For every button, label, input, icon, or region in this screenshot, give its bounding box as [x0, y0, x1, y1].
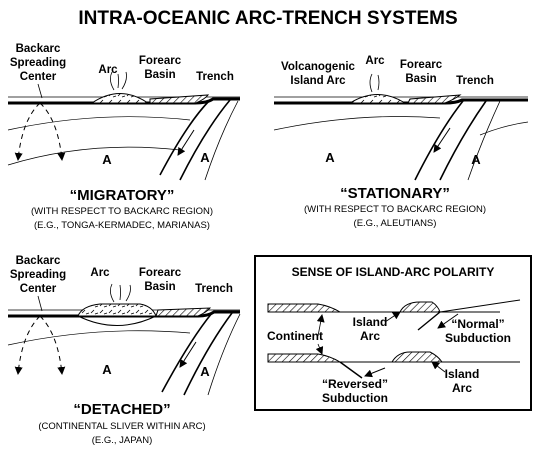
- label-arc: Arc: [98, 64, 118, 76]
- panel-name: “DETACHED”: [73, 401, 170, 418]
- panel-caption: (CONTINENTAL SLIVER WITHIN ARC): [38, 421, 205, 432]
- label-backarc: Backarc: [16, 255, 61, 267]
- volcanic-plume: [110, 283, 131, 303]
- figure-title: INTRA-OCEANIC ARC-TRENCH SYSTEMS: [78, 8, 457, 29]
- mantle-boundary: [479, 121, 529, 136]
- polarity-title: SENSE OF ISLAND-ARC POLARITY: [292, 265, 495, 279]
- subducting-slab: [161, 312, 233, 396]
- label-arc: Arc: [452, 381, 472, 395]
- label-arc: Arc: [90, 267, 110, 279]
- panel-polarity: SENSE OF ISLAND-ARC POLARITY Island Arc …: [254, 255, 532, 411]
- leader-line: [315, 343, 324, 355]
- oceanic-plate: [439, 299, 521, 313]
- spreading-flow-arrow: [39, 315, 66, 375]
- panel-name: “STATIONARY”: [340, 185, 450, 202]
- volcanic-arc: [348, 94, 407, 104]
- label-center: Center: [20, 71, 57, 83]
- continent-block: [267, 303, 342, 313]
- label-continent: Continent: [267, 329, 323, 343]
- polarity-frame: [254, 255, 532, 411]
- panel-detached: Backarc Spreading Center Arc Forearc Bas…: [7, 255, 241, 446]
- label-trench: Trench: [196, 71, 234, 83]
- sliver-base: [77, 315, 157, 326]
- panel-caption: (WITH RESPECT TO BACKARC REGION): [304, 204, 486, 215]
- label-arc: Arc: [360, 329, 380, 343]
- plate-a-left: A: [102, 362, 112, 377]
- label-trench: Trench: [195, 283, 233, 295]
- volcanic-plume: [110, 71, 127, 91]
- label-trench: Trench: [456, 75, 494, 87]
- plate-a-left: A: [325, 150, 335, 165]
- leader-line: [37, 295, 43, 312]
- normal-subduction-arrow: [437, 313, 459, 329]
- label-basin: Basin: [144, 281, 175, 293]
- slab: [339, 361, 363, 379]
- label-forearc: Forearc: [400, 59, 443, 71]
- label-island: Island: [353, 315, 388, 329]
- panel-caption: (WITH RESPECT TO BACKARC REGION): [31, 206, 213, 217]
- panel-migratory: Backarc Spreading Center Arc Forearc Bas…: [7, 43, 240, 231]
- forearc-basin: [407, 94, 462, 104]
- label-normal: “Normal”: [451, 317, 504, 331]
- mantle-boundary: [7, 116, 191, 131]
- slab-lower-boundary: [207, 313, 241, 396]
- subducting-slab: [414, 100, 487, 181]
- label-forearc: Forearc: [139, 267, 182, 279]
- slab-lower-boundary: [467, 100, 501, 181]
- volcanic-plume: [369, 73, 380, 93]
- label-volcanogenic: Volcanogenic: [281, 61, 356, 73]
- plate-a-right: A: [200, 150, 210, 165]
- continent-block: [267, 353, 342, 363]
- label-island-arc: Island Arc: [290, 75, 346, 87]
- leader-line: [431, 361, 446, 373]
- spreading-flow-arrow: [39, 102, 66, 161]
- label-reversed: “Reversed”: [322, 377, 388, 391]
- label-basin: Basin: [405, 73, 436, 85]
- label-arc: Arc: [365, 55, 385, 67]
- spreading-flow-arrow: [14, 315, 41, 375]
- panel-caption: (E.G., TONGA-KERMADEC, MARIANAS): [34, 220, 210, 231]
- label-spreading: Spreading: [10, 57, 66, 69]
- reversed-subduction-arrow: [364, 367, 386, 378]
- leader-line: [316, 314, 325, 337]
- volcanic-arc: [90, 93, 150, 104]
- subduction-arrow: [177, 129, 195, 156]
- slab: [417, 311, 441, 331]
- subducting-slab: [159, 99, 231, 181]
- continental-sliver: [77, 303, 157, 317]
- panel-name: “MIGRATORY”: [70, 187, 175, 204]
- mantle-boundary: [7, 330, 191, 346]
- label-backarc: Backarc: [16, 43, 61, 55]
- leader-line: [37, 83, 43, 99]
- label-center: Center: [20, 283, 57, 295]
- label-island: Island: [445, 367, 480, 381]
- island-arc-block: [391, 351, 443, 363]
- subduction-arrow: [179, 341, 197, 368]
- label-subduction: Subduction: [322, 391, 388, 405]
- plate-a-right: A: [200, 364, 210, 379]
- plate-a-left: A: [102, 152, 112, 167]
- mantle-boundary: [273, 116, 441, 131]
- slab-lower-boundary: [204, 100, 239, 181]
- spreading-flow-arrow: [14, 102, 41, 161]
- mantle-boundary: [7, 146, 181, 166]
- label-spreading: Spreading: [10, 269, 66, 281]
- leader-line: [384, 311, 401, 323]
- panel-caption: (E.G., ALEUTIANS): [354, 218, 437, 229]
- label-subduction: Subduction: [445, 331, 511, 345]
- subduction-arrow: [433, 127, 451, 153]
- panel-caption: (E.G., JAPAN): [92, 435, 153, 446]
- forearc-basin: [155, 307, 212, 317]
- label-basin: Basin: [144, 69, 175, 81]
- forearc-basin: [149, 94, 210, 104]
- label-forearc: Forearc: [139, 55, 182, 67]
- island-arc-block: [399, 301, 441, 313]
- panel-stationary: Volcanogenic Island Arc Arc Forearc Basi…: [273, 55, 529, 229]
- plate-a-right: A: [471, 152, 481, 167]
